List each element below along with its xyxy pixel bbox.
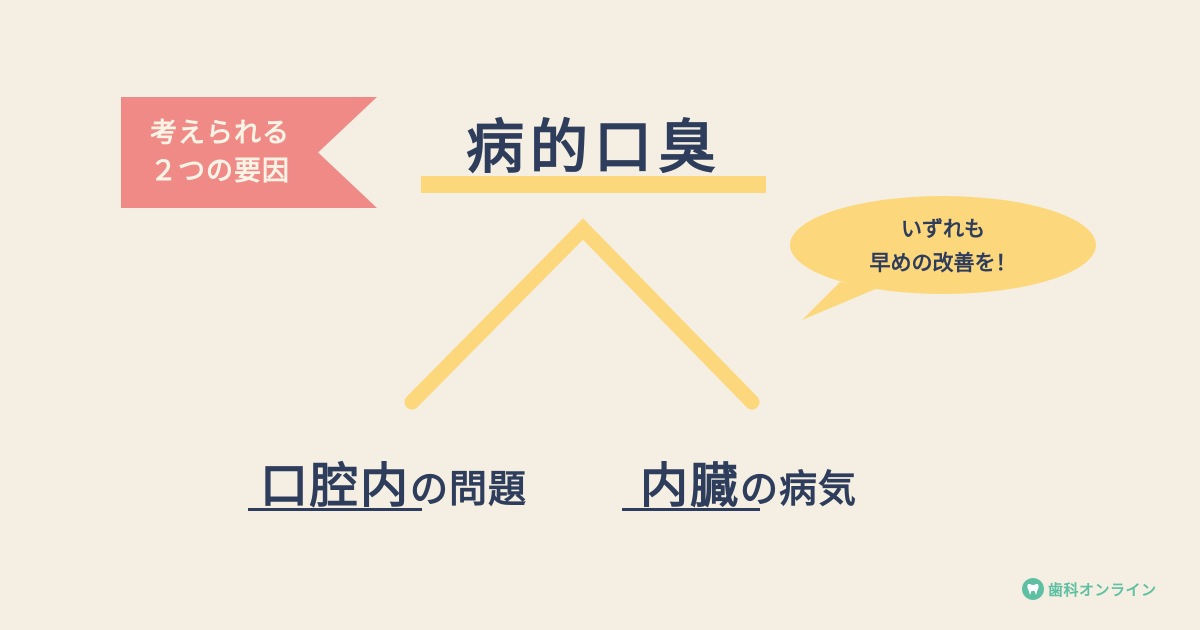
- cause-tag-text: 考えられる ２つの要因: [121, 97, 319, 208]
- cause-oral-rest: の問題: [410, 467, 528, 511]
- speech-bubble-tail: [802, 282, 878, 320]
- cause-internal-rest: の病気: [740, 467, 858, 511]
- title-highlight-bar: [421, 176, 766, 193]
- tooth-icon: [1022, 578, 1044, 600]
- speech-bubble-text: いずれも 早めの改善を！: [790, 198, 1096, 294]
- diagram-title: 病的口臭: [465, 113, 722, 181]
- cause-internal-emphasis: 内臓: [640, 458, 741, 514]
- site-logo: 歯科オンライン: [1022, 578, 1157, 600]
- site-logo-text: 歯科オンライン: [1048, 580, 1157, 599]
- speech-bubble-body: [790, 196, 1096, 294]
- cause-oral-underline: [248, 508, 422, 511]
- cause-oral: 口腔内 の問題: [260, 446, 527, 516]
- speech-bubble-line-1: いずれも: [901, 217, 985, 241]
- speech-bubble-line-2: 早めの改善を！: [869, 251, 1017, 275]
- speech-bubble: [790, 196, 1096, 320]
- cause-oral-emphasis: 口腔内: [260, 458, 411, 514]
- cause-tag-line-1: 考えられる: [150, 117, 290, 149]
- cause-internal: 内臓 の病気: [640, 446, 857, 516]
- cause-internal-underline: [622, 508, 760, 511]
- branch-lines: [404, 218, 760, 410]
- cause-tag-line-2: ２つの要因: [150, 155, 290, 187]
